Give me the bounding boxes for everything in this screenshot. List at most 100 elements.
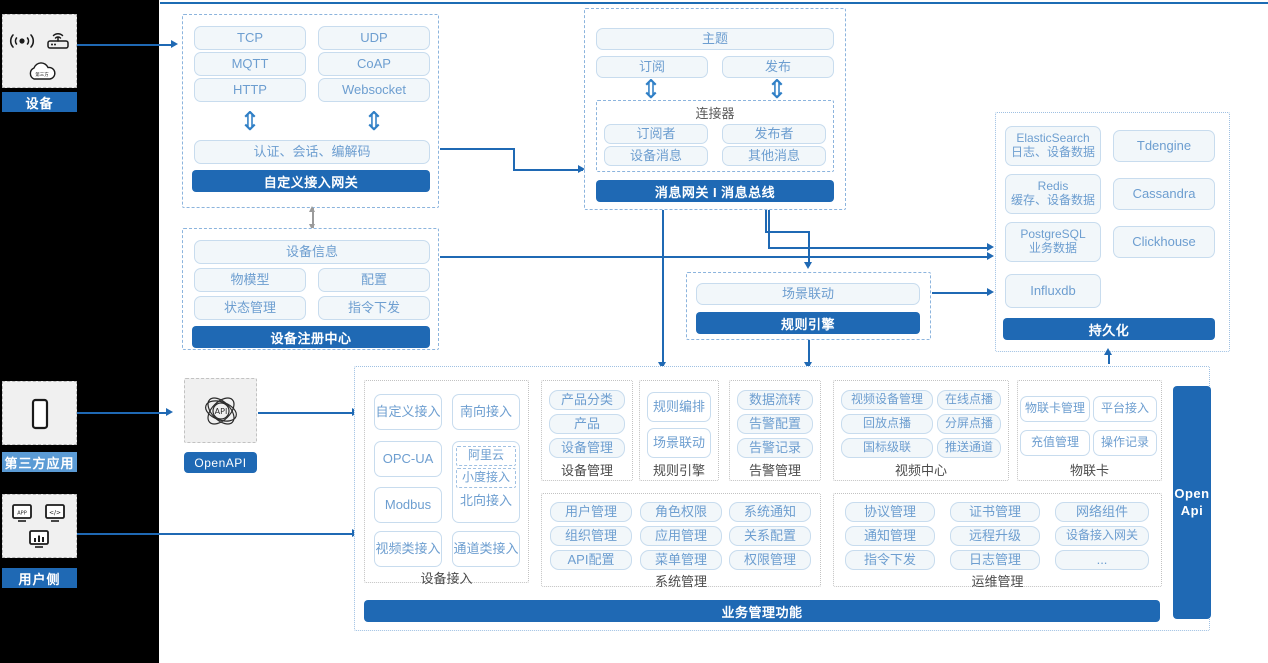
store-clickhouse[interactable]: Clickhouse [1113, 226, 1215, 258]
vc-gb-cascade[interactable]: 国标级联 [841, 438, 933, 458]
store-redis[interactable]: Redis 缓存、设备数据 [1005, 174, 1101, 214]
double-arrow-gateway-right: ⇕ [363, 107, 385, 137]
ic-card-mgmt[interactable]: 物联卡管理 [1020, 396, 1090, 422]
registry-device-info[interactable]: 设备信息 [194, 240, 430, 264]
vc-live-stream[interactable]: 在线点播 [937, 390, 1001, 410]
access-aliyun[interactable]: 阿里云 [456, 446, 516, 466]
bus-topic[interactable]: 主题 [596, 28, 834, 50]
connector-publisher[interactable]: 发布者 [722, 124, 826, 144]
openapi-side-bar[interactable]: Open Api [1173, 386, 1211, 619]
ops-network-comp[interactable]: 网络组件 [1055, 502, 1149, 522]
ic-operation-log[interactable]: 操作记录 [1093, 430, 1157, 456]
ops-more[interactable]: ... [1055, 550, 1149, 570]
ops-notify-mgmt[interactable]: 通知管理 [845, 526, 935, 546]
re-scene-linkage[interactable]: 场景联动 [647, 428, 711, 458]
arrow-device-to-gateway [171, 40, 178, 48]
openapi-side-bar-line2: Api [1180, 502, 1204, 518]
vc-playback[interactable]: 回放点播 [841, 414, 933, 434]
vc-video-device-mgmt[interactable]: 视频设备管理 [841, 390, 933, 410]
bus-subscribe[interactable]: 订阅 [596, 56, 708, 78]
re-rule-orchestration[interactable]: 规则编排 [647, 392, 711, 422]
caption-device-mgmt: 设备管理 [560, 462, 613, 478]
al-data-forward[interactable]: 数据流转 [737, 390, 813, 410]
protocol-mqtt[interactable]: MQTT [194, 52, 306, 76]
caption-rules-engine: 规则引擎 [652, 462, 705, 478]
protocol-udp[interactable]: UDP [318, 26, 430, 50]
openapi-icon-box [184, 378, 257, 443]
store-influxdb[interactable]: Influxdb [1005, 274, 1101, 308]
arrow-registry-to-persist [987, 252, 994, 260]
sys-notify[interactable]: 系统通知 [729, 502, 811, 522]
connector-bus-to-rules-a [765, 210, 767, 232]
al-alarm-config[interactable]: 告警配置 [737, 414, 813, 434]
registry-config[interactable]: 配置 [318, 268, 430, 292]
connector-bus-to-rules-c [808, 231, 810, 266]
dm-device-mgmt[interactable]: 设备管理 [549, 438, 625, 458]
rules-bar[interactable]: 规则引擎 [696, 312, 920, 334]
business-bottom-bar[interactable]: 业务管理功能 [364, 600, 1160, 622]
openapi-badge[interactable]: OpenAPI [184, 452, 257, 473]
access-opcua[interactable]: OPC-UA [374, 441, 442, 477]
access-modbus[interactable]: Modbus [374, 487, 442, 523]
arrow-gateway-to-bus [578, 165, 585, 173]
store-tdengine[interactable]: Tdengine [1113, 130, 1215, 162]
api-atom-icon: API [199, 389, 243, 438]
access-channel[interactable]: 通道类接入 [452, 531, 520, 567]
cloud-icon: 第三方 [25, 61, 59, 88]
ops-cert-mgmt[interactable]: 证书管理 [950, 502, 1040, 522]
registry-state-mgmt[interactable]: 状态管理 [194, 296, 306, 320]
vc-split-screen[interactable]: 分屏点播 [937, 414, 1001, 434]
caption-alarm-mgmt: 告警管理 [748, 462, 801, 478]
sys-org-mgmt[interactable]: 组织管理 [550, 526, 632, 546]
persistence-bar[interactable]: 持久化 [1003, 318, 1215, 340]
ops-remote-upgrade[interactable]: 远程升级 [950, 526, 1040, 546]
ic-recharge-mgmt[interactable]: 充值管理 [1020, 430, 1090, 456]
sys-app-mgmt[interactable]: 应用管理 [640, 526, 722, 546]
registry-thing-model[interactable]: 物模型 [194, 268, 306, 292]
rules-scene-linkage[interactable]: 场景联动 [696, 283, 920, 305]
ops-command-issue[interactable]: 指令下发 [845, 550, 935, 570]
protocol-http[interactable]: HTTP [194, 78, 306, 102]
dm-product[interactable]: 产品 [549, 414, 625, 434]
protocol-tcp[interactable]: TCP [194, 26, 306, 50]
arrow-bus-to-business [658, 362, 666, 369]
ic-platform-access[interactable]: 平台接入 [1093, 396, 1157, 422]
ops-log-mgmt[interactable]: 日志管理 [950, 550, 1040, 570]
gateway-middle[interactable]: 认证、会话、编解码 [194, 140, 430, 164]
store-postgresql-name: PostgreSQL [1020, 227, 1086, 242]
store-postgresql[interactable]: PostgreSQL 业务数据 [1005, 222, 1101, 262]
vc-push-channel[interactable]: 推送通道 [937, 438, 1001, 458]
sys-menu-mgmt[interactable]: 菜单管理 [640, 550, 722, 570]
connector-gateway-to-bus-a [440, 148, 514, 150]
connector-subscriber[interactable]: 订阅者 [604, 124, 708, 144]
access-video[interactable]: 视频类接入 [374, 531, 442, 567]
sys-perm-mgmt[interactable]: 权限管理 [729, 550, 811, 570]
access-custom[interactable]: 自定义接入 [374, 394, 442, 430]
store-elasticsearch[interactable]: ElasticSearch 日志、设备数据 [1005, 126, 1101, 166]
arrow-bus-to-persist [987, 243, 994, 251]
registry-bar[interactable]: 设备注册中心 [192, 326, 430, 348]
access-southbound[interactable]: 南向接入 [452, 394, 520, 430]
protocol-coap[interactable]: CoAP [318, 52, 430, 76]
connector-device-message[interactable]: 设备消息 [604, 146, 708, 166]
access-xiaodu[interactable]: 小度接入 [456, 468, 516, 488]
registry-command[interactable]: 指令下发 [318, 296, 430, 320]
actor-user-box: APP </> [2, 494, 77, 558]
connector-other-message[interactable]: 其他消息 [722, 146, 826, 166]
ops-protocol-mgmt[interactable]: 协议管理 [845, 502, 935, 522]
sys-relation-cfg[interactable]: 关系配置 [729, 526, 811, 546]
sys-api-cfg[interactable]: API配置 [550, 550, 632, 570]
ops-device-gateway[interactable]: 设备接入网关 [1055, 526, 1149, 546]
bus-publish[interactable]: 发布 [722, 56, 834, 78]
al-alarm-record[interactable]: 告警记录 [737, 438, 813, 458]
actor-user-label: 用户侧 [2, 568, 77, 588]
code-monitor-icon: </> [44, 503, 66, 528]
sys-user-mgmt[interactable]: 用户管理 [550, 502, 632, 522]
sys-role-perm[interactable]: 角色权限 [640, 502, 722, 522]
protocol-websocket[interactable]: Websocket [318, 78, 430, 102]
message-bus-bar[interactable]: 消息网关 I 消息总线 [596, 180, 834, 202]
access-northbound-box[interactable]: 阿里云 小度接入 北向接入 [452, 441, 520, 523]
dm-product-category[interactable]: 产品分类 [549, 390, 625, 410]
gateway-bar[interactable]: 自定义接入网关 [192, 170, 430, 192]
store-cassandra[interactable]: Cassandra [1113, 178, 1215, 210]
